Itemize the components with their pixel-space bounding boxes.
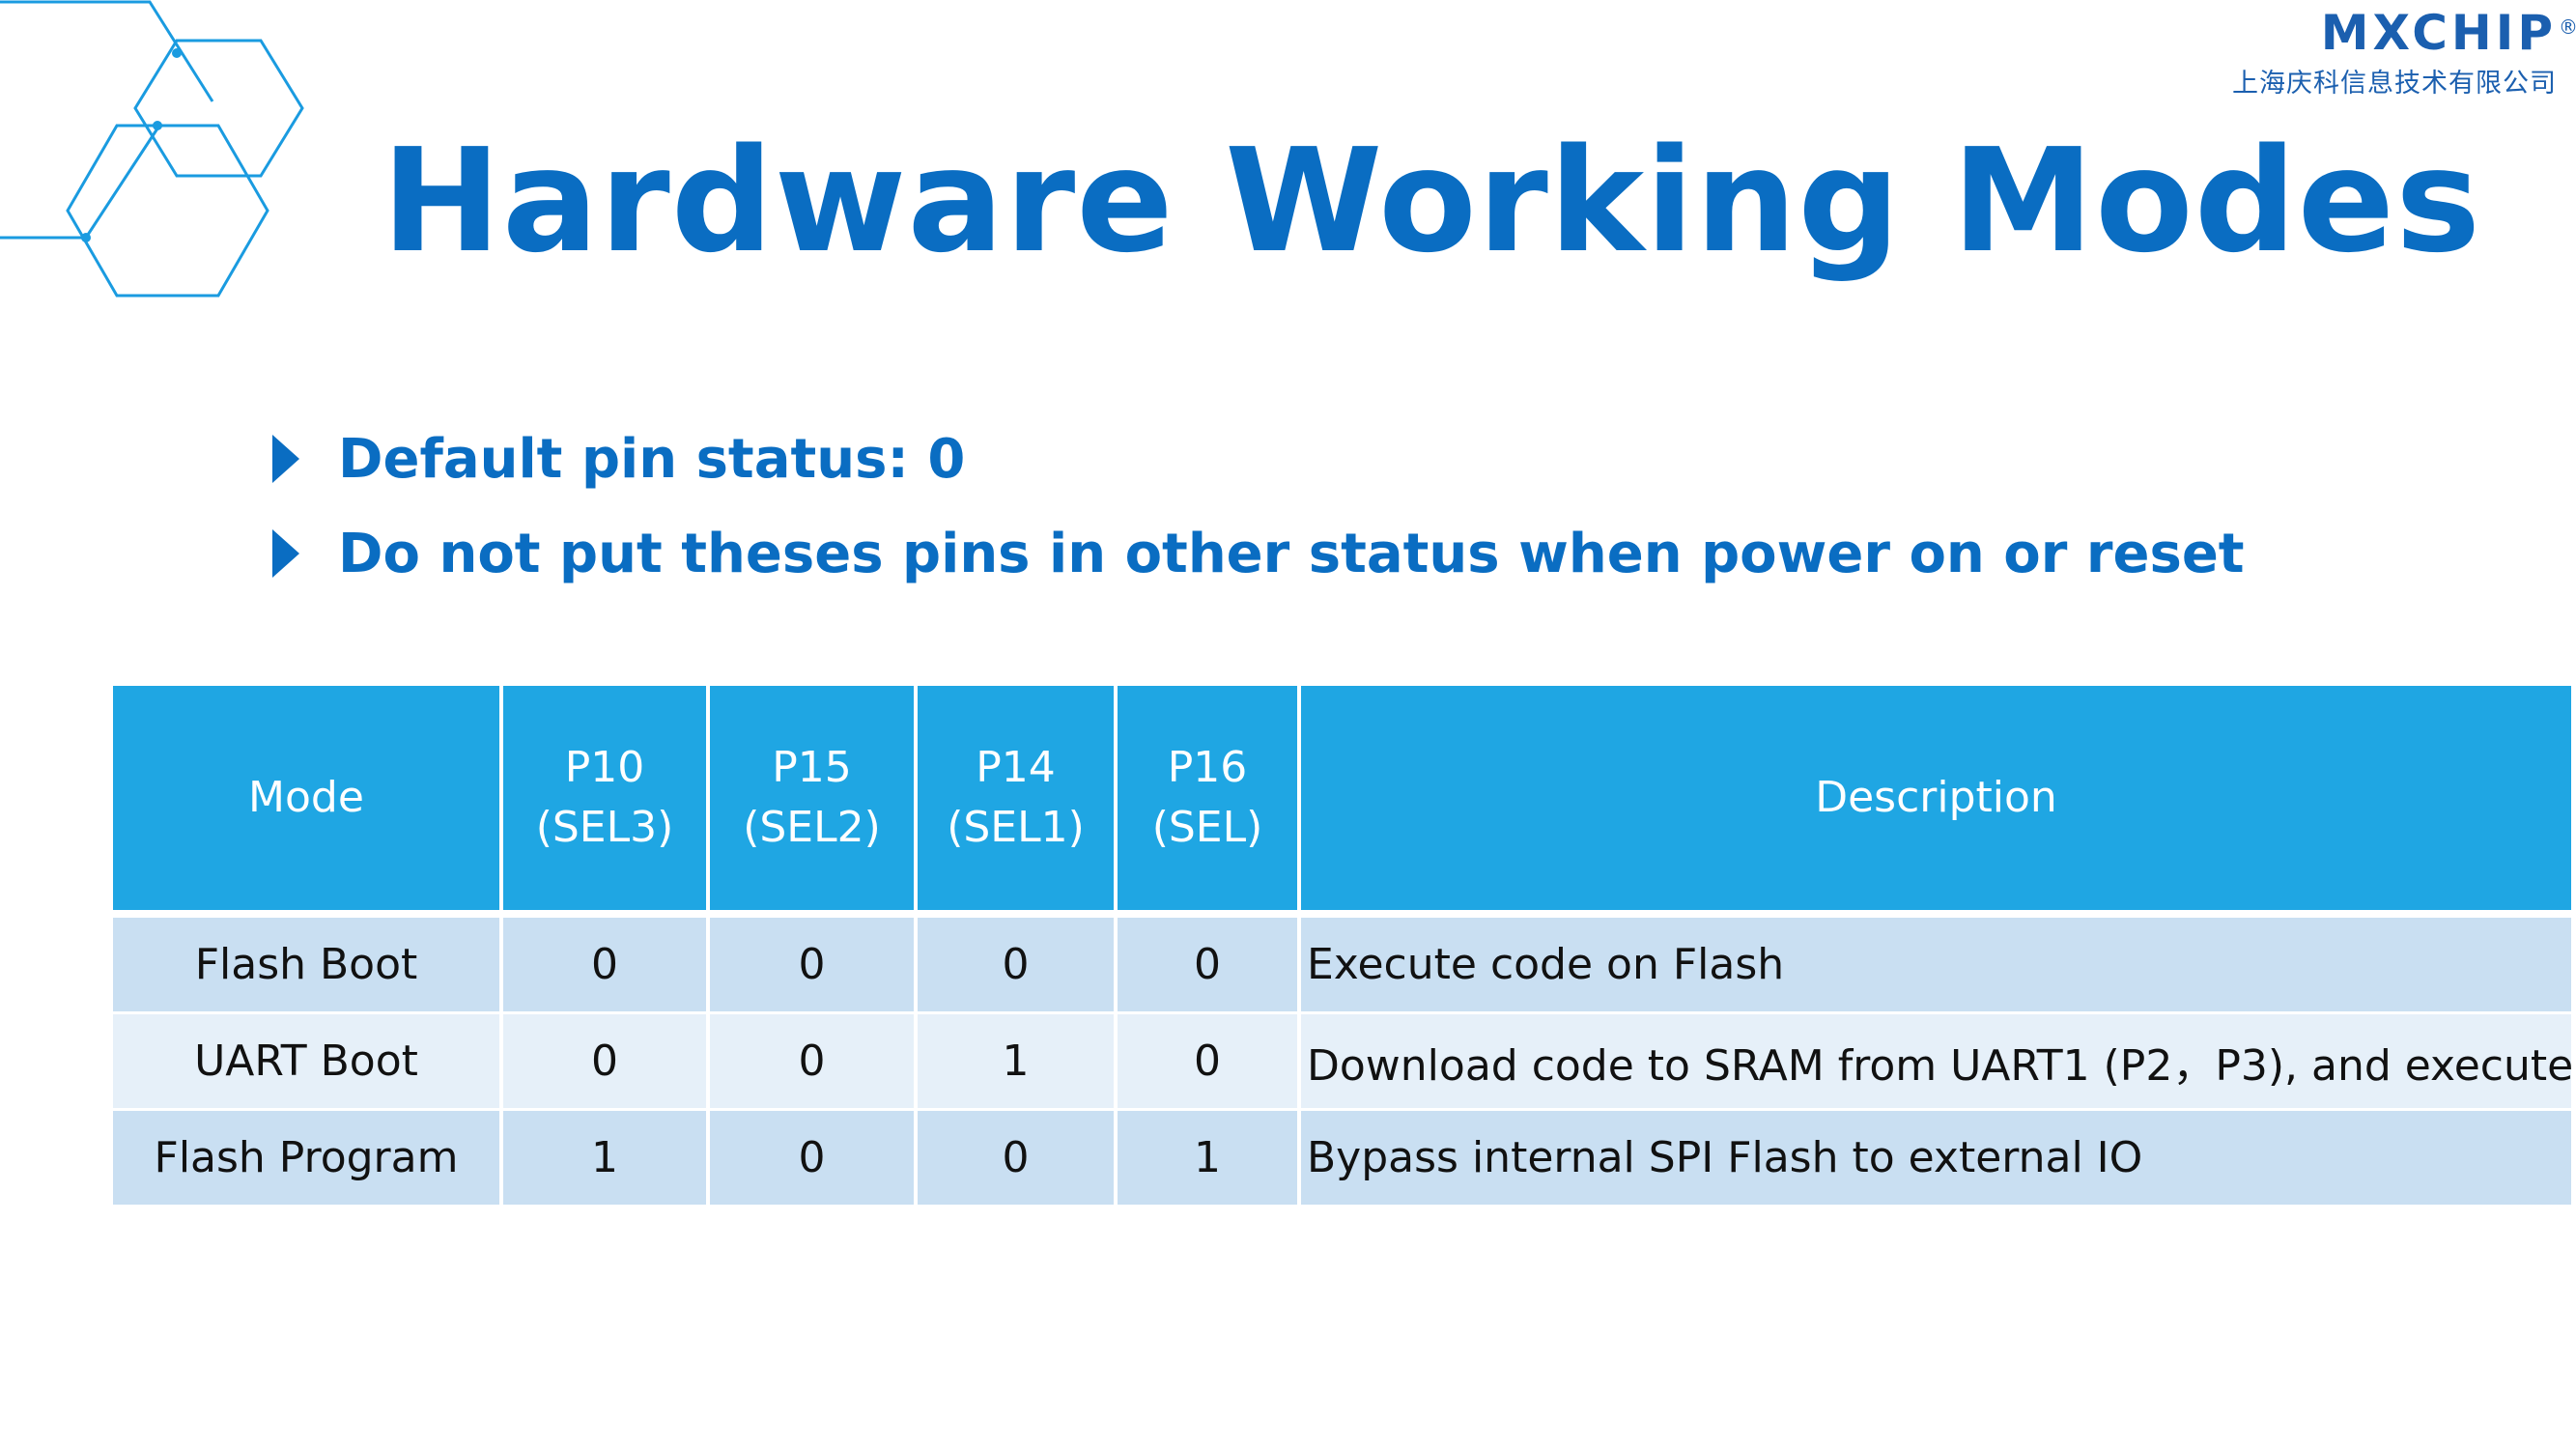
cell-p15: 0 (706, 1109, 916, 1208)
triangle-right-icon (272, 529, 299, 578)
header-p14: P14(SEL1) (914, 686, 1116, 918)
cell-p16: 0 (1114, 1012, 1299, 1111)
bullet-item: Do not put theses pins in other status w… (270, 520, 2245, 587)
cell-p15: 0 (706, 914, 916, 1014)
table-row: Flash Boot 0 0 0 0 Execute code on Flash (113, 914, 2571, 1014)
hexagon-decoration (0, 0, 304, 298)
header-p10: P10(SEL3) (499, 686, 708, 918)
table-row: UART Boot 0 0 1 0 Download code to SRAM … (113, 1012, 2573, 1111)
modes-table: Mode P10(SEL3) P15(SEL2) P14(SEL1) P16(S… (113, 686, 2573, 1208)
registered-mark: ® (2559, 15, 2576, 39)
cell-p14: 1 (914, 1012, 1116, 1111)
triangle-right-icon (272, 435, 299, 483)
cell-p14: 0 (914, 1109, 1116, 1208)
cell-p10: 0 (499, 914, 708, 1014)
header-description: Description (1297, 686, 2571, 918)
cell-p10: 1 (499, 1109, 708, 1208)
logo-wordmark: MXCHIP® (2321, 4, 2576, 62)
header-p15: P15(SEL2) (706, 686, 916, 918)
cell-description: Bypass internal SPI Flash to external IO (1297, 1109, 2571, 1208)
cell-p10: 0 (499, 1012, 708, 1111)
cell-description: Execute code on Flash (1297, 914, 2571, 1014)
bullet-item: Default pin status: 0 (270, 425, 965, 493)
bullet-text: Do not put theses pins in other status w… (338, 522, 2245, 585)
bullet-text: Default pin status: 0 (338, 427, 966, 491)
cell-p16: 0 (1114, 914, 1299, 1014)
header-mode: Mode (113, 686, 501, 918)
cell-mode: UART Boot (113, 1012, 501, 1111)
cell-p15: 0 (706, 1012, 916, 1111)
cell-description: Download code to SRAM from UART1 (P2，P3)… (1297, 1012, 2573, 1111)
logo-company-name: 上海庆科信息技术有限公司 (2232, 69, 2557, 99)
cell-mode: Flash Boot (113, 914, 501, 1014)
table-row: Flash Program 1 0 0 1 Bypass internal SP… (113, 1109, 2571, 1208)
page-title: Hardware Working Modes (382, 118, 2482, 284)
table-header-row: Mode P10(SEL3) P15(SEL2) P14(SEL1) P16(S… (113, 686, 2571, 918)
company-logo: MXCHIP® 上海庆科信息技术有限公司 (2209, 4, 2576, 99)
cell-p14: 0 (914, 914, 1116, 1014)
header-p16: P16(SEL) (1114, 686, 1299, 918)
cell-mode: Flash Program (113, 1109, 501, 1208)
cell-p16: 1 (1114, 1109, 1299, 1208)
